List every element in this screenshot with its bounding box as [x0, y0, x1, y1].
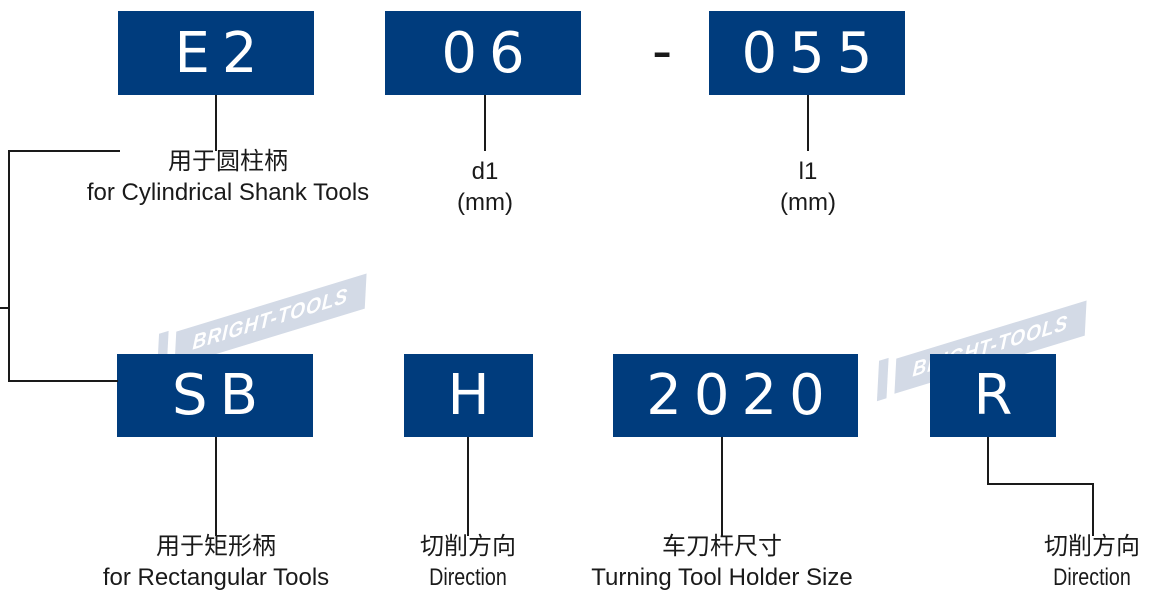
label-d1-symbol: d1 — [471, 158, 499, 185]
connector-2020 — [721, 437, 723, 536]
bracket-bottom — [8, 380, 118, 382]
label-l1-symbol: l1 — [798, 158, 818, 185]
code-box-r: R — [930, 354, 1056, 437]
label-direction: 切削方向 Direction — [398, 531, 538, 593]
label-cylindrical: 用于圆柱柄 for Cylindrical Shank Tools — [58, 146, 398, 208]
connector-055 — [807, 95, 809, 151]
connector-h — [467, 437, 469, 536]
label-direction-r-cn: 切削方向 — [1044, 533, 1140, 560]
label-direction-r: 切削方向 Direction — [1034, 531, 1150, 593]
label-holder-size-cn: 车刀杆尺寸 — [662, 533, 782, 560]
bracket-top — [8, 150, 120, 152]
label-l1-unit: (mm) — [780, 189, 836, 216]
label-direction-cn: 切削方向 — [420, 533, 516, 560]
code-box-055: 055 — [709, 11, 905, 95]
label-rectangular-en: for Rectangular Tools — [102, 564, 330, 591]
label-d1: d1 (mm) — [435, 156, 535, 218]
code-box-06: 06 — [385, 11, 581, 95]
label-rectangular-cn: 用于矩形柄 — [156, 533, 276, 560]
label-direction-r-en: Direction — [1053, 564, 1131, 591]
connector-r-horizontal — [987, 483, 1093, 485]
label-direction-en: Direction — [429, 564, 507, 591]
code-box-2020: 2020 — [613, 354, 858, 437]
connector-r-vertical — [987, 437, 989, 484]
connector-sb — [215, 437, 217, 536]
label-cylindrical-cn: 用于圆柱柄 — [168, 148, 288, 175]
connector-e2 — [215, 95, 217, 151]
connector-r-drop — [1092, 483, 1094, 536]
bracket-tick — [0, 307, 9, 309]
code-box-h: H — [404, 354, 533, 437]
label-cylindrical-en: for Cylindrical Shank Tools — [86, 179, 370, 206]
dash-separator: - — [652, 19, 673, 84]
label-rectangular: 用于矩形柄 for Rectangular Tools — [66, 531, 366, 593]
label-d1-unit: (mm) — [457, 189, 513, 216]
code-box-sb: SB — [117, 354, 313, 437]
label-holder-size: 车刀杆尺寸 Turning Tool Holder Size — [572, 531, 872, 593]
label-holder-size-en: Turning Tool Holder Size — [591, 564, 853, 591]
code-box-e2: E2 — [118, 11, 314, 95]
label-l1: l1 (mm) — [758, 156, 858, 218]
connector-06 — [484, 95, 486, 151]
bracket-vertical — [8, 150, 10, 382]
